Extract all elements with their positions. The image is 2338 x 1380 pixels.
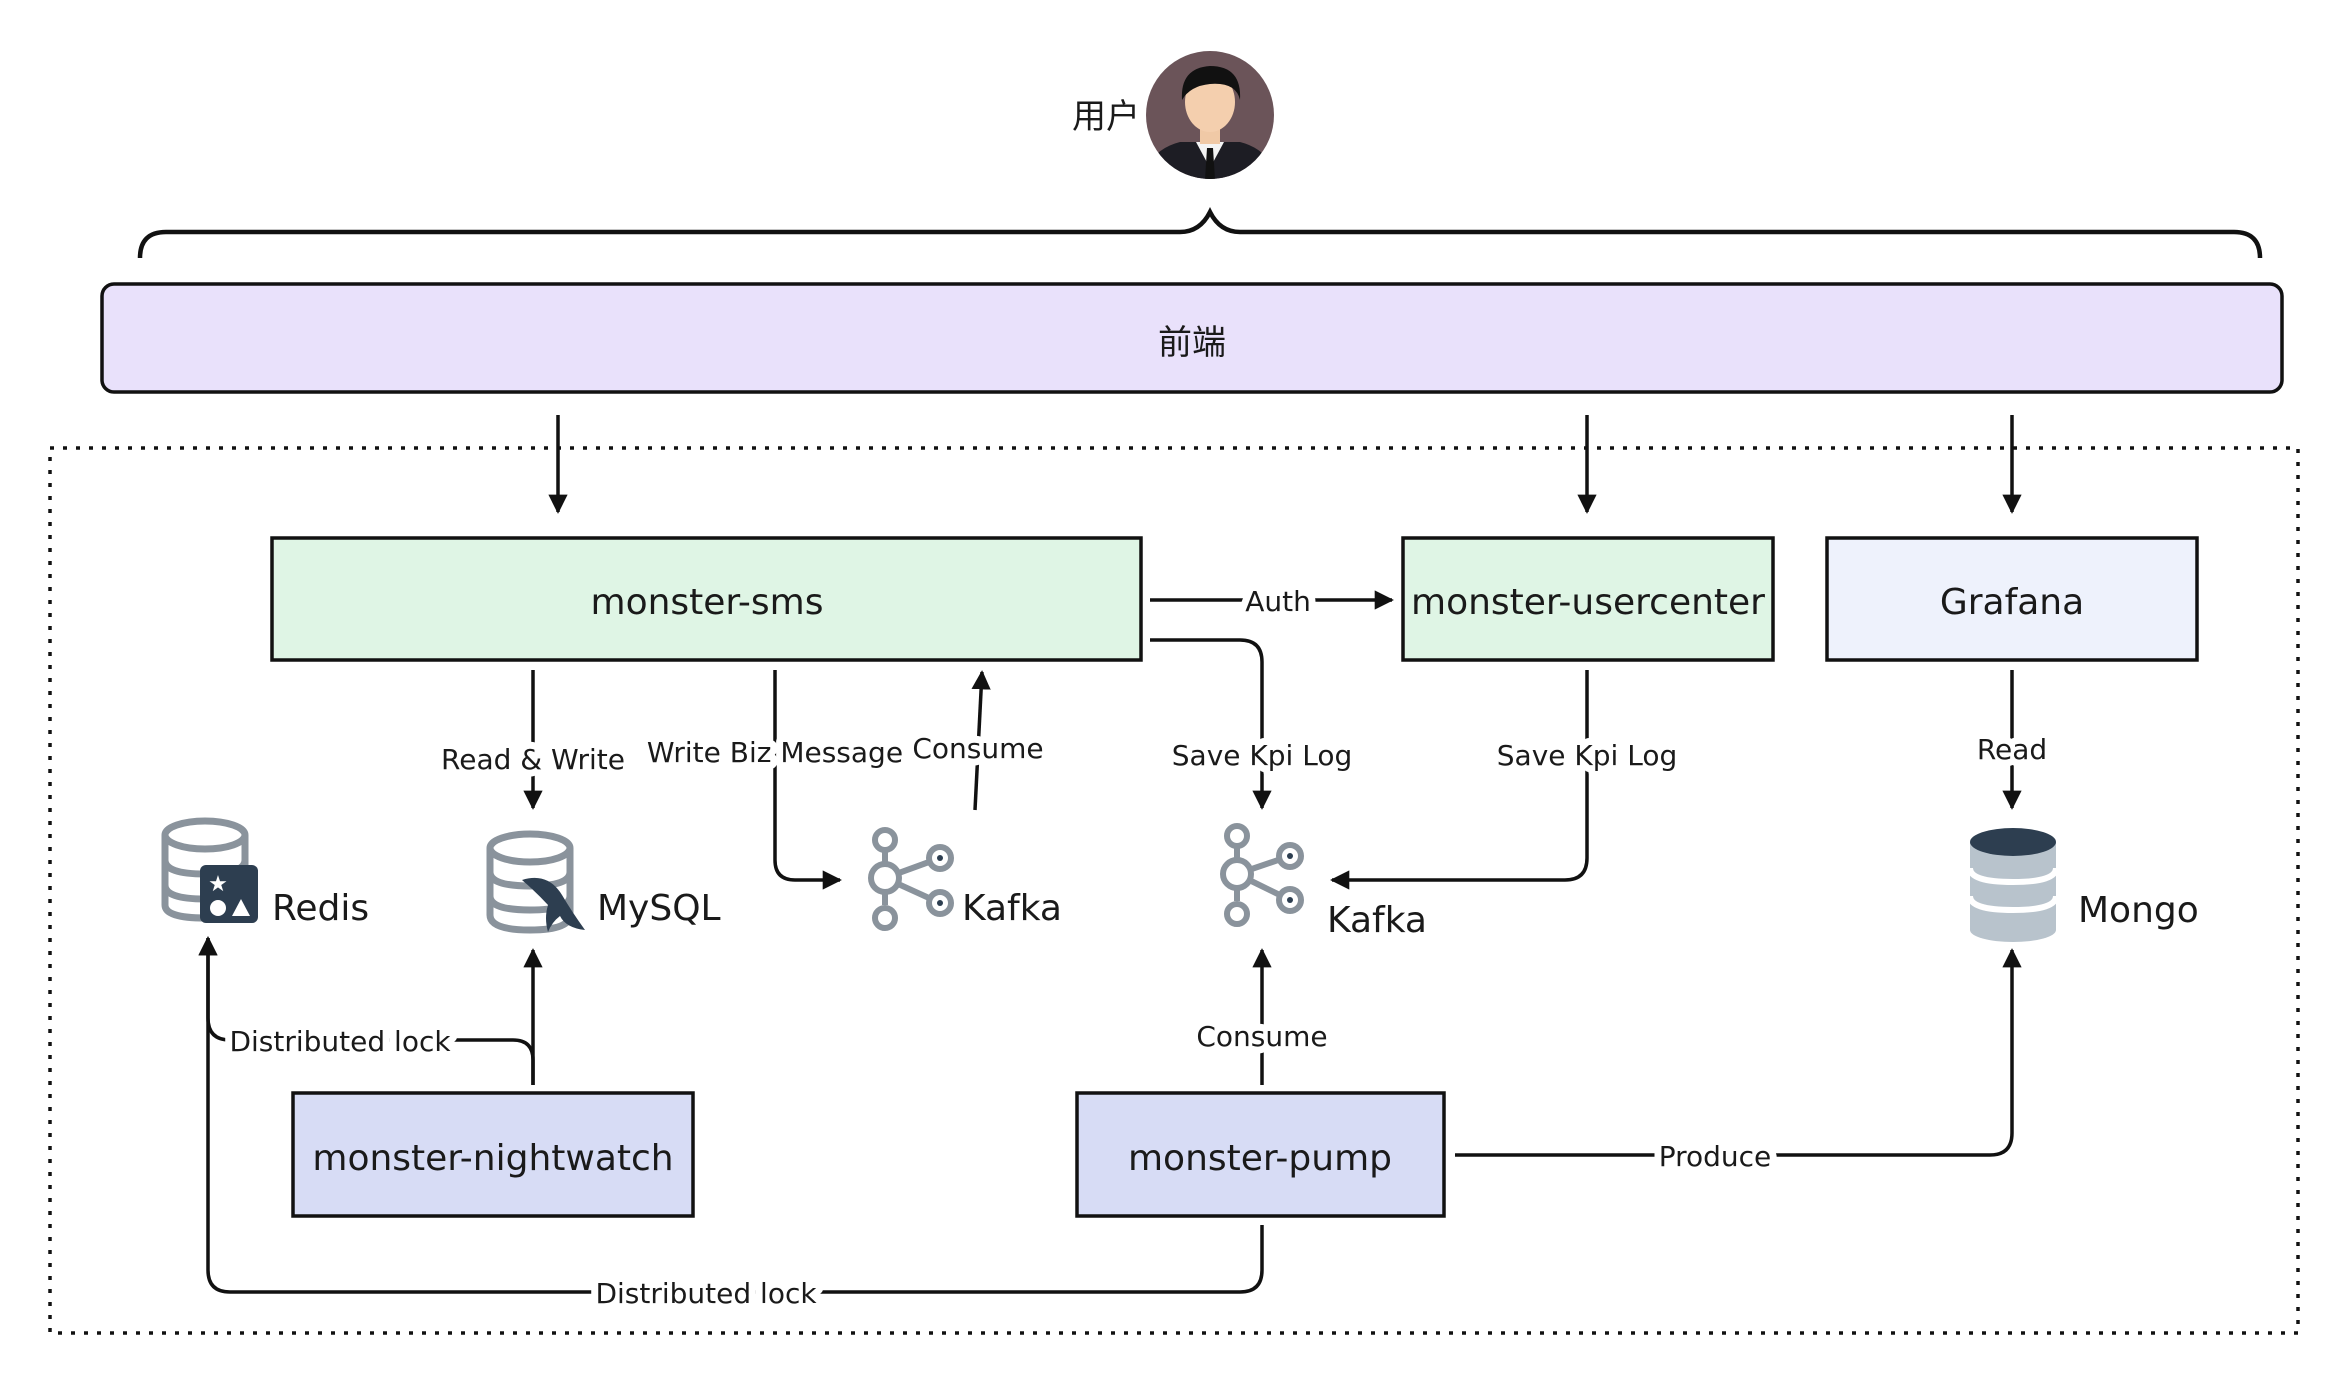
edge-label-read-write: Read & Write <box>441 743 625 776</box>
mysql-label: MySQL <box>597 888 721 929</box>
redis-label: Redis <box>272 888 369 929</box>
edge-kafka1-sms <box>971 670 991 811</box>
monster-nightwatch-box: monster-nightwatch <box>291 1091 695 1218</box>
edge-usercenter-kafka2 <box>1330 670 1589 890</box>
edge-label-produce: Produce <box>1659 1140 1772 1173</box>
grafana-box: Grafana <box>1825 536 2199 662</box>
edge-pump-mongo <box>1455 948 2022 1157</box>
edge-label-save-kpi-sms: Save Kpi Log <box>1172 739 1352 772</box>
user-label: 用户 <box>1072 97 1140 137</box>
frontend-box: 前端 <box>100 282 2284 394</box>
edge-label-read: Read <box>1977 733 2047 766</box>
monster-pump-label: monster-pump <box>1128 1138 1392 1179</box>
grafana-label: Grafana <box>1940 582 2084 623</box>
monster-usercenter-label: monster-usercenter <box>1411 582 1765 623</box>
redis-icon: ★ <box>161 817 258 923</box>
kafka-icon-2 <box>1220 823 1304 927</box>
edge-label-auth: Auth <box>1245 585 1311 618</box>
frontend-label: 前端 <box>1158 323 1226 363</box>
monster-nightwatch-label: monster-nightwatch <box>312 1138 673 1179</box>
monster-sms-label: monster-sms <box>591 582 824 623</box>
edge-label-lock-pump: Distributed lock <box>595 1277 817 1310</box>
mysql-icon <box>486 830 585 934</box>
edge-sms-kafka1 <box>773 670 842 890</box>
svg-text:★: ★ <box>208 872 228 897</box>
edge-pump-redis <box>198 936 1264 1294</box>
edge-nightwatch-redis <box>198 936 535 1085</box>
edge-label-save-kpi-uc: Save Kpi Log <box>1497 739 1677 772</box>
mongo-label: Mongo <box>2078 890 2199 931</box>
edge-sms-kafka2 <box>1150 638 1272 810</box>
kafka-label-2: Kafka <box>1327 900 1427 941</box>
user-brace <box>137 206 2263 259</box>
monster-usercenter-box: monster-usercenter <box>1401 536 1775 662</box>
edge-label-write-biz: Write Biz Message <box>647 736 903 769</box>
user-avatar-icon <box>1146 51 1274 179</box>
edge-label-consume-pump: Consume <box>1196 1020 1327 1053</box>
monster-pump-box: monster-pump <box>1075 1091 1446 1218</box>
mongo-icon <box>1967 828 2059 942</box>
kafka-icon-1 <box>868 827 954 931</box>
edge-label-lock-nw: Distributed lock <box>229 1025 451 1058</box>
kafka-label-1: Kafka <box>962 888 1062 929</box>
edge-label-consume-sms: Consume <box>912 732 1043 765</box>
monster-sms-box: monster-sms <box>270 536 1143 662</box>
